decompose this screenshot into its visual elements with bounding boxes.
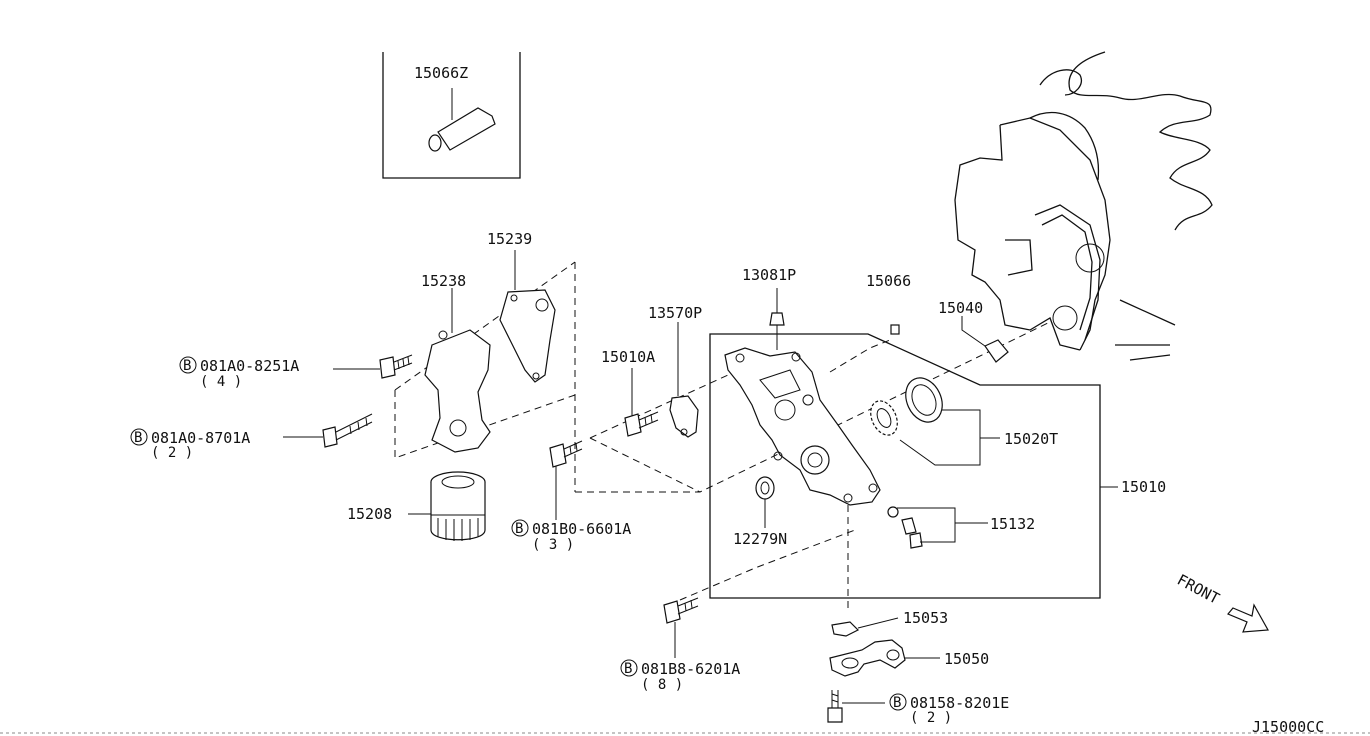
svg-text:15053: 15053 (903, 609, 948, 627)
callout-13570p[interactable]: 13570P (648, 304, 702, 322)
svg-text:( 2 ): ( 2 ) (151, 445, 193, 461)
bolt-callout-b4[interactable]: B 081B8-6201A ( 8 ) (620, 659, 740, 693)
oil-filter-bracket (424, 288, 491, 453)
callout-15053[interactable]: 15053 (903, 609, 948, 627)
bolt-badge-icon (511, 519, 529, 537)
oil-strainer-15050 (829, 639, 940, 677)
bolt-icon-b2 (283, 413, 373, 448)
gasket-15239 (499, 250, 556, 383)
relief-valve-15132 (887, 506, 988, 549)
svg-text:15239: 15239 (487, 230, 532, 248)
svg-text:15010A: 15010A (601, 348, 655, 366)
svg-text:13081P: 13081P (742, 266, 796, 284)
bolt-callout-b2[interactable]: B 081A0-8701A ( 2 ) (130, 428, 250, 461)
callout-15238[interactable]: 15238 (421, 272, 466, 290)
svg-text:15132: 15132 (990, 515, 1035, 533)
svg-text:15050: 15050 (944, 650, 989, 668)
callout-15040[interactable]: 15040 (938, 299, 983, 317)
inset-box-15066z: 15066Z (382, 52, 521, 179)
svg-text:B: B (893, 695, 901, 711)
bolt-icon-b3 (549, 440, 583, 520)
diagram-code: J15000CC (1252, 718, 1324, 736)
pump-gears-15020t (870, 377, 1000, 466)
svg-text:B: B (624, 661, 632, 677)
svg-text:08158-8201E: 08158-8201E (910, 694, 1009, 712)
svg-text:B: B (134, 430, 142, 446)
svg-text:15010: 15010 (1121, 478, 1166, 496)
callout-15010[interactable]: 15010 (1121, 478, 1166, 496)
callout-15066z[interactable]: 15066Z (414, 64, 468, 82)
svg-text:15238: 15238 (421, 272, 466, 290)
svg-text:( 4 ): ( 4 ) (200, 374, 242, 390)
bolt-callout-b5[interactable]: B 08158-8201E ( 2 ) (889, 693, 1009, 726)
svg-text:15040: 15040 (938, 299, 983, 317)
svg-text:( 8 ): ( 8 ) (641, 677, 683, 693)
svg-text:( 2 ): ( 2 ) (910, 710, 952, 726)
plug-13081p (769, 288, 785, 350)
oil-seal-12279n (755, 476, 775, 528)
callout-15010a[interactable]: 15010A (601, 348, 655, 366)
bolt-icon-15010a (624, 368, 659, 437)
callout-13081p[interactable]: 13081P (742, 266, 796, 284)
engine-block-outline (954, 51, 1213, 361)
svg-text:( 3 ): ( 3 ) (532, 537, 574, 553)
oil-filter-15208 (408, 471, 486, 541)
callout-15208[interactable]: 15208 (347, 505, 392, 523)
gasket-13570p (669, 322, 699, 438)
svg-text:B: B (183, 358, 191, 374)
bolt-badge-icon (889, 693, 907, 711)
bolt-icon-b5 (827, 690, 885, 723)
svg-text:081A0-8701A: 081A0-8701A (151, 429, 250, 447)
gasket-15053 (831, 617, 899, 637)
front-cover-oil-pump (724, 347, 881, 506)
svg-text:12279N: 12279N (733, 530, 787, 548)
front-label: FRONT (1174, 571, 1222, 608)
plug-15066 (890, 324, 900, 335)
front-direction-indicator: FRONT (1174, 571, 1269, 633)
callout-12279n[interactable]: 12279N (733, 530, 787, 548)
assembly-guide-lines (394, 261, 1051, 610)
svg-text:15066: 15066 (866, 272, 911, 290)
bracket-box-15010 (709, 333, 1118, 599)
bolt-callout-b3[interactable]: B 081B0-6601A ( 3 ) (511, 519, 631, 553)
callout-15132[interactable]: 15132 (990, 515, 1035, 533)
svg-text:13570P: 13570P (648, 304, 702, 322)
callout-15050[interactable]: 15050 (944, 650, 989, 668)
sealant-tube-icon (428, 88, 496, 152)
bolt-icon-b4 (663, 597, 699, 658)
bolt-callout-b1[interactable]: B 081A0-8251A ( 4 ) (179, 356, 299, 390)
callout-15239[interactable]: 15239 (487, 230, 532, 248)
callout-15020t[interactable]: 15020T (1004, 430, 1058, 448)
svg-text:081A0-8251A: 081A0-8251A (200, 357, 299, 375)
bolt-badge-icon (179, 356, 197, 374)
callout-15066[interactable]: 15066 (866, 272, 911, 290)
bolt-badge-icon (620, 659, 638, 677)
svg-text:15208: 15208 (347, 505, 392, 523)
svg-text:B: B (515, 521, 523, 537)
svg-text:15020T: 15020T (1004, 430, 1058, 448)
bolt-icon-b1 (333, 354, 413, 379)
svg-text:081B0-6601A: 081B0-6601A (532, 520, 631, 538)
bolt-badge-icon (130, 428, 148, 446)
svg-text:081B8-6201A: 081B8-6201A (641, 660, 740, 678)
bushing-15040 (961, 316, 1009, 363)
